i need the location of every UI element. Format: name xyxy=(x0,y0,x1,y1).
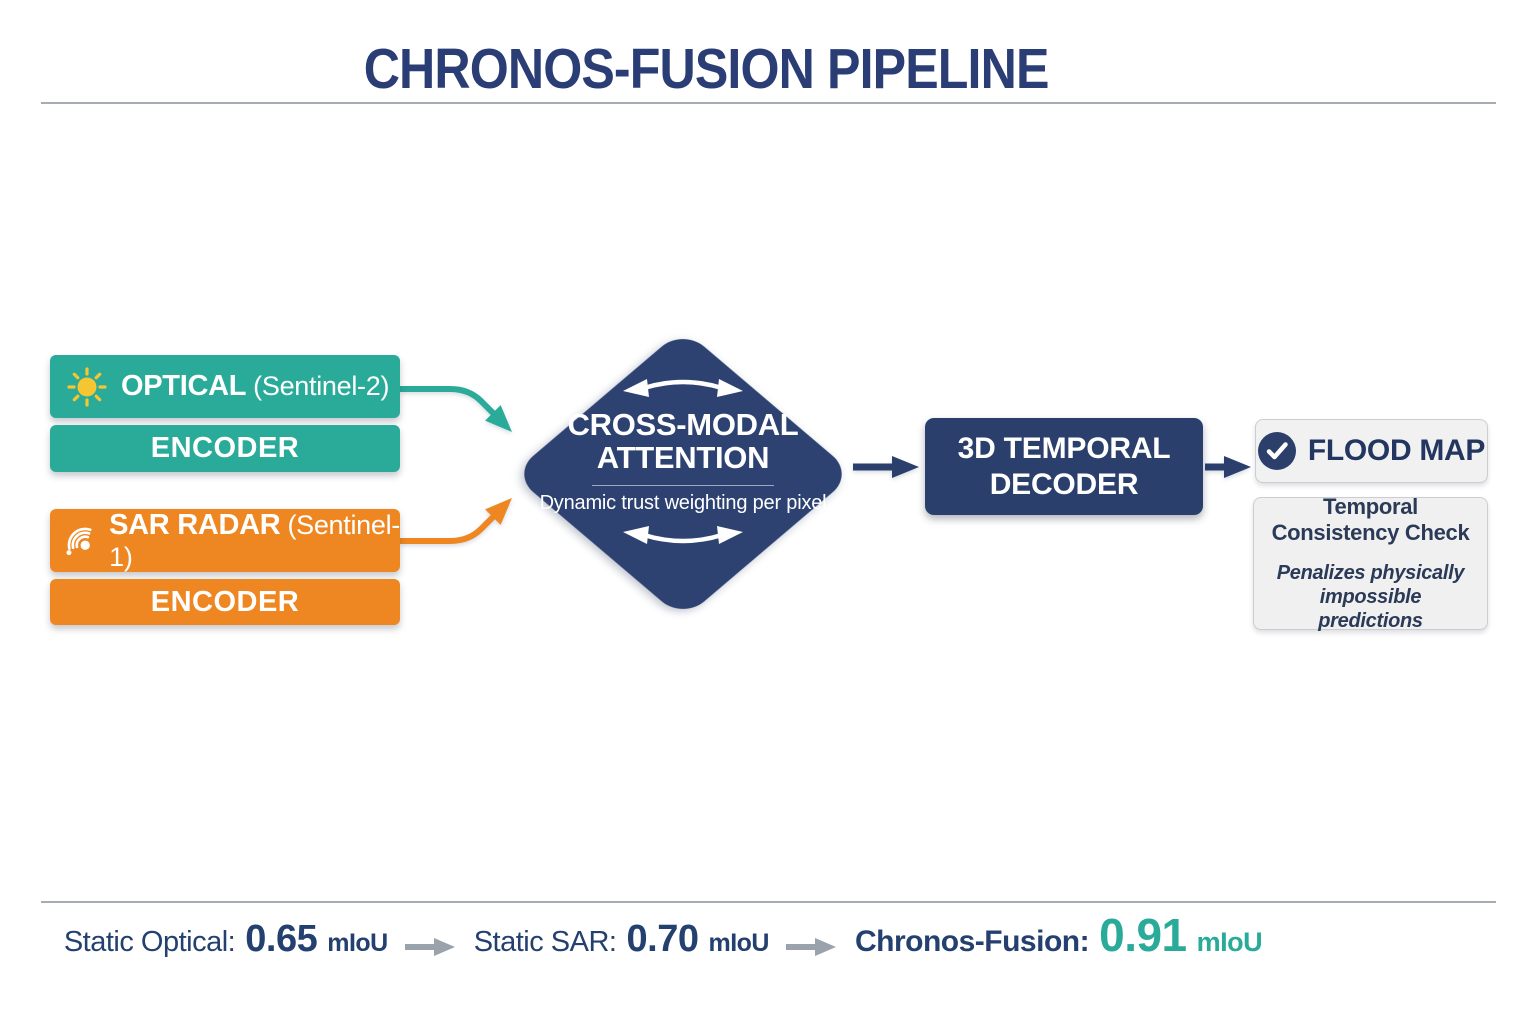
fusion-divider xyxy=(592,484,774,486)
right-arrow-icon xyxy=(785,938,836,956)
consistency-check-description: Penalizes physically impossible predicti… xyxy=(1276,561,1465,632)
flood-map-label: FLOOD MAP xyxy=(1307,434,1486,467)
metric-unit: mIoU xyxy=(708,929,769,957)
sar-input-title: SAR RADAR(Sentinel-1) xyxy=(109,509,400,573)
metric-value-highlight: 0.91 xyxy=(1099,909,1187,961)
header: CHRONOS-FUSION PIPELINE xyxy=(0,36,1412,102)
fusion-title-line1: CROSS-MODAL xyxy=(567,407,799,442)
sar-platform: (Sentinel-1) xyxy=(109,509,400,572)
metric-item-chronos-fusion: Chronos-Fusion: 0.91 mIoU xyxy=(854,908,1263,962)
cross-modal-attention-diamond xyxy=(524,339,842,609)
metric-unit: mIoU xyxy=(1196,927,1263,957)
sar-encoder-box: ENCODER xyxy=(50,579,400,625)
optical-platform: (Sentinel-2) xyxy=(253,371,390,401)
optical-encoder-label: ENCODER xyxy=(150,432,300,464)
decoder-title-line2: DECODER xyxy=(989,467,1139,501)
consistency-check-box: Temporal Consistency Check Penalizes phy… xyxy=(1253,494,1488,632)
metrics-bar: Static Optical: 0.65 mIoU Static SAR: 0.… xyxy=(0,908,1326,978)
header-divider xyxy=(41,102,1496,104)
check-icon xyxy=(1257,432,1296,470)
sar-label: SAR RADAR xyxy=(109,508,281,541)
bidirectional-arrow-top-icon xyxy=(623,379,743,397)
sar-to-attention-arrow xyxy=(400,498,512,544)
consistency-check-title: Temporal Consistency Check xyxy=(1271,494,1470,545)
metric-unit: mIoU xyxy=(327,929,388,957)
metric-label: Static Optical: xyxy=(63,926,236,958)
temporal-decoder-box: 3D TEMPORAL DECODER xyxy=(925,418,1203,515)
page-title: CHRONOS-FUSION PIPELINE xyxy=(363,37,1050,101)
metric-value: 0.65 xyxy=(245,918,318,960)
optical-input-box: OPTICAL(Sentinel-2) xyxy=(50,355,400,418)
fusion-subtitle: Dynamic trust weighting per pixel xyxy=(539,491,827,514)
optical-to-attention-arrow xyxy=(400,386,512,432)
bidirectional-arrow-bottom-icon xyxy=(623,525,743,544)
metric-label: Static SAR: xyxy=(473,926,617,958)
metric-label: Chronos-Fusion: xyxy=(854,925,1090,958)
radar-icon xyxy=(66,527,92,555)
metric-item-static-sar: Static SAR: 0.70 mIoU xyxy=(473,918,770,961)
optical-input-title: OPTICAL(Sentinel-2) xyxy=(121,370,389,403)
metric-value: 0.70 xyxy=(626,918,699,960)
fusion-title-line2: ATTENTION xyxy=(596,440,770,476)
optical-label: OPTICAL xyxy=(121,370,247,402)
footer-divider xyxy=(41,901,1496,903)
flood-map-box: FLOOD MAP xyxy=(1255,419,1488,483)
optical-encoder-box: ENCODER xyxy=(50,425,400,472)
right-arrow-icon xyxy=(404,938,455,956)
decoder-title-line1: 3D TEMPORAL xyxy=(957,432,1171,466)
cross-modal-attention-content: CROSS-MODAL ATTENTION Dynamic trust weig… xyxy=(523,372,843,551)
fusion-title: CROSS-MODAL ATTENTION xyxy=(568,408,799,475)
sar-encoder-label: ENCODER xyxy=(150,585,300,618)
sun-icon xyxy=(67,366,107,407)
sar-input-box: SAR RADAR(Sentinel-1) xyxy=(50,509,400,572)
metric-item-static-optical: Static Optical: 0.65 mIoU xyxy=(64,918,388,961)
